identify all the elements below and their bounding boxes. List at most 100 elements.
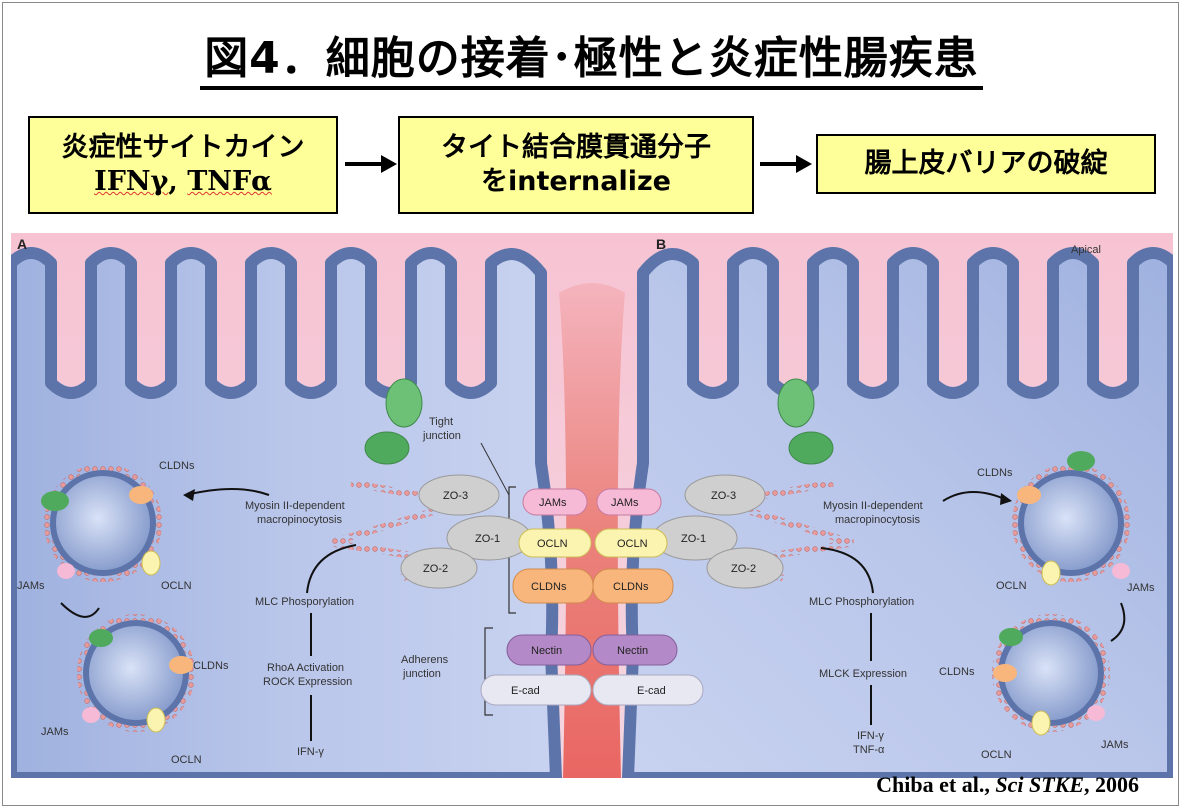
- zo2-protein-right: [706, 547, 784, 589]
- barrier-box: 腸上皮バリアの破綻: [816, 134, 1156, 194]
- cldns-label-right: CLDNs: [613, 581, 649, 593]
- panel-a-letter: A: [17, 236, 27, 252]
- curved-arrow-a: [306, 544, 357, 594]
- curved-arrow-a: [185, 488, 270, 496]
- title-text: 図4．細胞の接着･極性と炎症性腸疾患: [200, 33, 983, 90]
- orange-protein: [993, 664, 1017, 682]
- pink-protein: [1087, 705, 1105, 721]
- tight-junction-label-2: junction: [422, 430, 461, 442]
- zo2-label-right: ZO-2: [731, 563, 756, 575]
- vesicle-a-lower-coat: [77, 614, 195, 732]
- pink-protein: [1112, 563, 1130, 579]
- vesicle-a-upper-coat: [44, 464, 162, 582]
- zo1-label-left: ZO-1: [475, 533, 500, 545]
- nectin-label-left: Nectin: [531, 645, 562, 657]
- zo1-label-right: ZO-1: [681, 533, 706, 545]
- myosin-label-a-2: macropinocytosis: [257, 514, 342, 526]
- panel-b-letter: B: [656, 236, 666, 252]
- arrow-right-icon: [345, 155, 397, 173]
- vesicle-b-upper: [1018, 470, 1124, 576]
- citation-authors: Chiba et al.,: [876, 772, 996, 797]
- arrow-right-icon: [760, 155, 812, 173]
- vesicle-ocln-label: OCLN: [981, 749, 1012, 761]
- zo3-label-right: ZO-3: [711, 490, 736, 502]
- zo2-protein-left: [400, 547, 478, 589]
- internalize-line1: タイト結合膜貫通分子: [441, 132, 711, 163]
- vesicle-jams-label: JAMs: [41, 726, 69, 738]
- vesicle-cldns-label: CLDNs: [159, 460, 195, 472]
- green-protein: [999, 628, 1023, 646]
- orange-protein: [129, 486, 153, 504]
- ocln-label-right: OCLN: [617, 538, 648, 550]
- tight-junction-diagram: A B Apical Tight junction Adherens junct…: [11, 233, 1173, 778]
- cldns-label-left: CLDNs: [531, 581, 567, 593]
- vesicle-ocln-label: OCLN: [161, 580, 192, 592]
- ecad-label-right: E-cad: [637, 685, 666, 697]
- cytokine-names: IFNγ, TNFα: [94, 165, 272, 199]
- adherens-label-2: junction: [402, 668, 441, 680]
- ocln-molecule-left: [518, 528, 592, 558]
- arrowhead-icon: [183, 489, 195, 501]
- rhoa-label: RhoA Activation: [267, 662, 344, 674]
- curved-arrow-b: [820, 547, 874, 594]
- ifn-gamma-text: IFNγ: [94, 166, 169, 197]
- myosin-label-b-1: Myosin II-dependent: [823, 500, 923, 512]
- citation-journal: Sci STKE: [995, 772, 1084, 797]
- vesicle-cldns-label: CLDNs: [939, 666, 975, 678]
- vesicle-ocln-label: OCLN: [996, 580, 1027, 592]
- internalize-box: タイト結合膜貫通分子 をinternalize: [398, 116, 754, 214]
- vesicle-jams-label: JAMs: [1101, 739, 1129, 751]
- zo3-label-left: ZO-3: [443, 490, 468, 502]
- jams-molecule-right: [596, 488, 662, 516]
- internalizing-protein-left: [364, 431, 410, 465]
- vesicle-jams-label: JAMs: [1127, 582, 1155, 594]
- mlck-label: MLCK Expression: [819, 668, 907, 680]
- ocln-label-left: OCLN: [537, 538, 568, 550]
- zo3-protein-left: [418, 474, 500, 516]
- pink-protein: [57, 563, 75, 579]
- internalizing-protein-right: [777, 378, 815, 428]
- myosin-label-a-1: Myosin II-dependent: [245, 500, 345, 512]
- adherens-bracket: [484, 627, 493, 716]
- zo2-label-left: ZO-2: [423, 563, 448, 575]
- yellow-protein: [1031, 710, 1051, 736]
- nectin-molecule-right: [592, 634, 678, 666]
- yellow-protein: [1041, 560, 1061, 586]
- cldns-molecule-right: [592, 568, 674, 604]
- slide-title: 図4．細胞の接着･極性と炎症性腸疾患: [0, 22, 1183, 90]
- adherens-label-1: Adherens: [401, 654, 449, 666]
- ifn-label-b: IFN-γ: [857, 730, 884, 742]
- nectin-molecule-left: [506, 634, 592, 666]
- cytokine-label: 炎症性サイトカイン: [61, 132, 305, 163]
- orange-protein: [169, 656, 193, 674]
- apical-label: Apical: [1071, 244, 1101, 256]
- citation: Chiba et al., Sci STKE, 2006: [876, 772, 1139, 798]
- cytokine-box: 炎症性サイトカイン IFNγ, TNFα: [28, 116, 338, 214]
- vesicle-traffic-arrow-right: [1110, 602, 1126, 642]
- vesicle-a-upper: [50, 470, 156, 576]
- ecad-molecule-left: [480, 674, 592, 706]
- myosin-label-b-2: macropinocytosis: [835, 514, 920, 526]
- ecad-molecule-right: [592, 674, 704, 706]
- rock-label: ROCK Expression: [263, 676, 352, 688]
- mlc-label-b: MLC Phosphorylation: [809, 596, 914, 608]
- arrowhead-icon: [1000, 493, 1012, 505]
- barrier-label: 腸上皮バリアの破綻: [864, 148, 1108, 179]
- vesicle-ocln-label: OCLN: [171, 754, 202, 766]
- citation-year: , 2006: [1084, 772, 1139, 797]
- tnf-label-b: TNF-α: [853, 744, 885, 756]
- mlc-label-a: MLC Phosporylation: [255, 596, 354, 608]
- tnf-alpha-text: TNFα: [187, 166, 272, 197]
- jams-molecule-left: [522, 488, 588, 516]
- yellow-protein: [146, 707, 166, 733]
- zo3-protein-right: [684, 474, 766, 516]
- tight-junction-pointer: [480, 442, 510, 496]
- jams-label-right: JAMs: [611, 497, 639, 509]
- internalizing-protein-left: [385, 378, 423, 428]
- tight-junction-label-1: Tight: [429, 416, 453, 428]
- nectin-label-right: Nectin: [617, 645, 648, 657]
- vesicle-cldns-label: CLDNs: [977, 467, 1013, 479]
- vesicle-cldns-label: CLDNs: [193, 660, 229, 672]
- internalizing-protein-right: [788, 431, 834, 465]
- comma-text: ,: [168, 166, 188, 197]
